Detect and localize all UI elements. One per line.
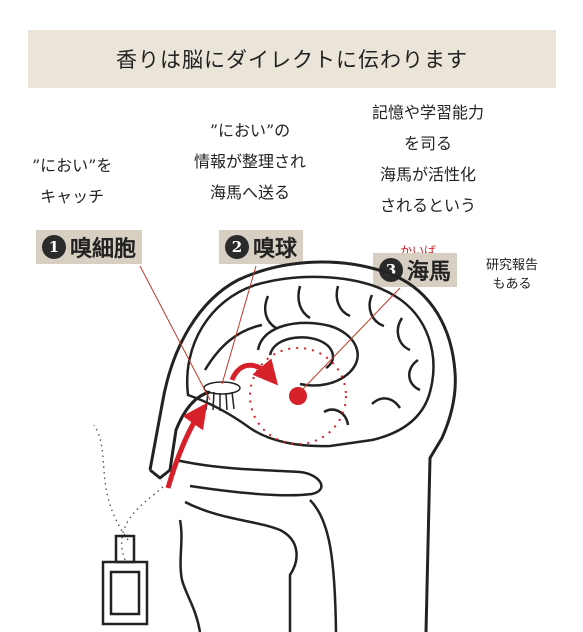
olfactory-nerves <box>203 381 241 411</box>
note-line: キャッチ <box>40 187 105 206</box>
label-olfactory-cells: 1 嗅細胞 <box>36 230 143 264</box>
note-line: を司る <box>404 134 453 153</box>
number-badge: 1 <box>42 235 66 259</box>
label-text: 海馬 <box>407 259 452 285</box>
brain <box>185 275 435 448</box>
note-line: ”におい”を <box>32 156 113 175</box>
note-line: 記憶や学習能力 <box>372 103 485 122</box>
number-badge: 2 <box>225 235 249 259</box>
title-banner: 香りは脳にダイレクトに伝わります <box>28 30 556 88</box>
research-note: 研究報告 もある <box>486 256 538 294</box>
note-line: 海馬へ送る <box>210 183 291 202</box>
note-line: 情報が整理され <box>194 152 307 171</box>
hippocampus-aura <box>249 347 347 445</box>
note-line: ”におい”の <box>209 121 291 140</box>
signal-arrow <box>229 358 279 386</box>
note-catch: ”におい”を キャッチ <box>32 150 112 212</box>
note-memory: 記憶や学習能力 を司る 海馬が活性化 されるという <box>372 97 484 221</box>
note-line: されるという <box>380 196 477 215</box>
note-line: もある <box>492 277 532 292</box>
label-text: 嗅球 <box>253 236 298 262</box>
pointer-lines <box>139 265 401 401</box>
note-line: 研究報告 <box>486 258 539 273</box>
note-line: 海馬が活性化 <box>380 165 477 184</box>
note-organize: ”におい”の 情報が整理され 海馬へ送る <box>194 115 306 208</box>
scent-arrow <box>165 402 208 489</box>
label-text: 嗅細胞 <box>70 236 137 262</box>
head-outline <box>148 260 457 632</box>
scent-dots <box>93 424 166 561</box>
label-olfactory-bulb: 2 嗅球 <box>219 230 304 264</box>
perfume-bottle-icon <box>101 534 149 626</box>
face-lower <box>175 458 338 632</box>
hippocampus-dot <box>289 387 307 405</box>
